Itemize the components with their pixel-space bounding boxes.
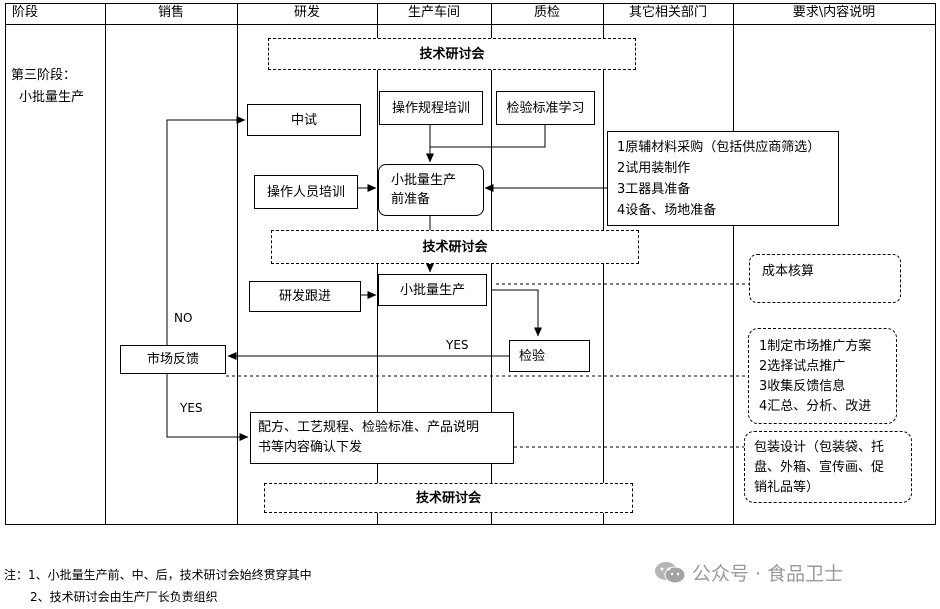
market-item-2: 2选择试点推广 (759, 359, 846, 374)
other-item-3: 3工器具准备 (617, 182, 691, 197)
confirm-line-2: 书等内容确认下发 (258, 440, 363, 455)
prep-line-1: 小批量生产 (391, 173, 457, 188)
prep-box: 小批量生产 前准备 (378, 164, 484, 216)
rd-follow-box: 研发跟进 (249, 281, 361, 312)
header-other-departments: 其它相关部门 (628, 5, 707, 20)
cost-note-box: 成本核算 (749, 254, 901, 303)
footnote-1: 注：1、小批量生产前、中、后，技术研讨会始终贯穿其中 (4, 568, 312, 582)
package-line-1: 包装设计（包装袋、托 (754, 440, 885, 455)
package-line-3: 销礼品等） (754, 480, 820, 495)
staff-training-box: 操作人员培训 (254, 175, 358, 209)
stage-title: 第三阶段： (11, 68, 77, 83)
stage-subtitle: 小批量生产 (19, 90, 85, 105)
inspection-training-box: 检验标准学习 (496, 91, 595, 125)
header-workshop: 生产车间 (407, 5, 460, 20)
edge-label-yes-left: YES (180, 401, 203, 415)
other-item-4: 4设备、场地准备 (617, 203, 717, 218)
other-dept-list-box: 1原辅材料采购（包括供应商筛选） 2试用装制作 3工器具准备 4设备、场地准备 (607, 131, 839, 226)
market-item-1: 1制定市场推广方案 (759, 339, 872, 354)
package-note-box: 包装设计（包装袋、托 盘、外箱、宣传画、促 销礼品等） (744, 431, 912, 503)
arrow-feedback-no-to-pilot (166, 116, 246, 345)
seminar-mid-box: 技术研讨会 (271, 230, 639, 264)
header-rd: 研发 (293, 5, 320, 20)
edge-label-no: NO (174, 311, 193, 325)
seminar-top-box: 技术研讨会 (268, 38, 636, 70)
wechat-icon (655, 561, 686, 583)
pilot-box: 中试 (247, 104, 361, 136)
small-batch-box: 小批量生产 (378, 274, 487, 306)
package-line-2: 盘、外箱、宣传画、促 (754, 460, 885, 475)
inspection-box: 检验 (509, 340, 590, 372)
header-stage: 阶段 (11, 5, 38, 20)
market-feedback-box: 市场反馈 (120, 345, 226, 374)
confirm-line-1: 配方、工艺规程、检验标准、产品说明 (258, 420, 480, 435)
market-item-3: 3收集反馈信息 (759, 379, 846, 394)
header-qc: 质检 (533, 5, 560, 20)
edge-label-yes-top: YES (446, 338, 469, 352)
arrow-inspection-training-to-prep (430, 125, 546, 148)
watermark: 公众号 · 食品卫士 (654, 559, 843, 586)
header-requirements: 要求\内容说明 (792, 5, 876, 20)
other-item-1: 1原辅材料采购（包括供应商筛选） (617, 140, 821, 155)
footnote-2: 2、技术研讨会由生产厂长负责组织 (30, 590, 218, 604)
other-item-2: 2试用装制作 (617, 161, 691, 176)
prep-line-2: 前准备 (391, 192, 431, 207)
op-training-box: 操作规程培训 (379, 91, 483, 125)
watermark-text: 公众号 · 食品卫士 (692, 563, 844, 585)
arrow-batch-to-inspection (492, 289, 542, 337)
confirm-box: 配方、工艺规程、检验标准、产品说明 书等内容确认下发 (250, 412, 514, 464)
arrow-feedback-yes-to-confirm (166, 374, 249, 441)
market-item-4: 4汇总、分析、改进 (759, 399, 872, 414)
header-sales: 销售 (157, 5, 184, 20)
seminar-bottom-box: 技术研讨会 (264, 483, 633, 513)
market-note-box: 1制定市场推广方案 2选择试点推广 3收集反馈信息 4汇总、分析、改进 (748, 328, 897, 424)
